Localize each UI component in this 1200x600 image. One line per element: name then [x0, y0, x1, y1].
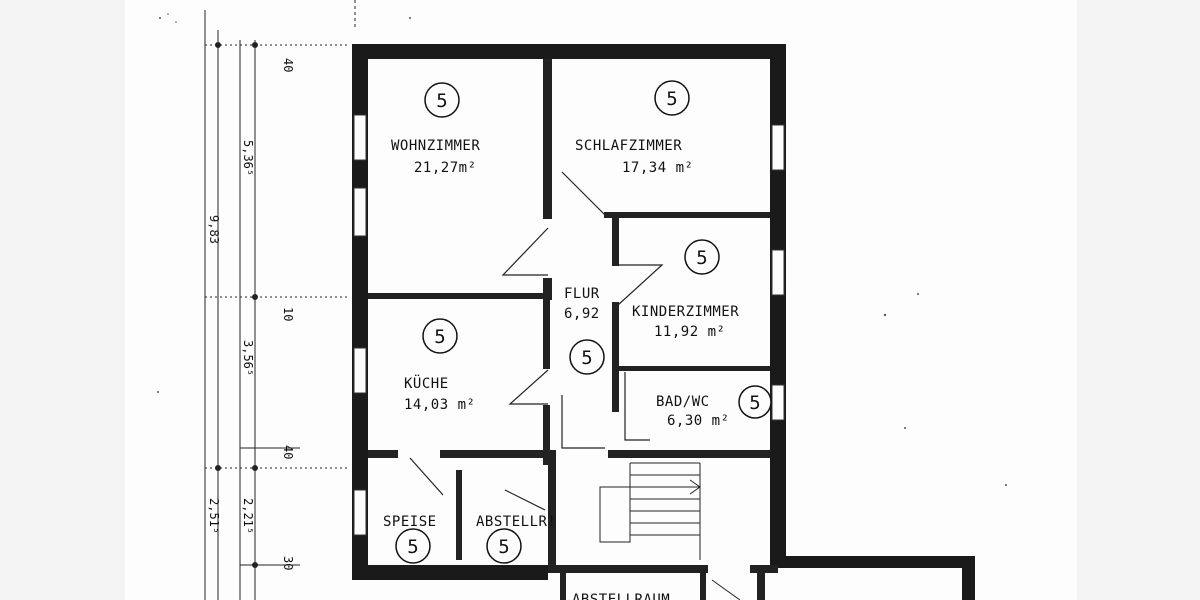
- kueche-area: 14,03 m²: [404, 397, 475, 413]
- staircase: [599, 462, 741, 600]
- dim-bottom-span: 2,21⁵: [241, 498, 255, 534]
- wohnzimmer-area: 21,27m²: [414, 160, 477, 176]
- bad-mark: 5: [749, 392, 760, 414]
- abstell-label: ABSTELLR!: [476, 514, 556, 530]
- windows: [353, 114, 785, 536]
- left-margin: [0, 0, 125, 600]
- kueche-label: KÜCHE: [404, 374, 449, 392]
- dim-lower-span: 3,56⁵: [241, 340, 255, 376]
- dim-lower-wall: 40: [281, 445, 295, 459]
- bad-area: 6,30 m²: [667, 413, 730, 429]
- kinderzimmer-label: KINDERZIMMER: [632, 304, 739, 320]
- kinderzimmer-mark: 5: [696, 247, 707, 269]
- bad-label: BAD/WC: [656, 394, 710, 410]
- schlafzimmer-area: 17,34 m²: [622, 160, 693, 176]
- wohnzimmer-label: WOHNZIMMER: [391, 138, 480, 154]
- abstellraum-label: ABSTELLRAUM: [572, 592, 670, 600]
- floor-plan-sheet: [125, 0, 1077, 600]
- exterior-walls: [352, 44, 975, 600]
- dim-top-wall: 40: [281, 58, 295, 72]
- abstell-mark: 5: [498, 536, 509, 558]
- dimension-lines: [204, 0, 356, 600]
- interior-walls: [368, 59, 778, 600]
- speise-mark: 5: [407, 536, 418, 558]
- dim-mid-wall: 10: [281, 307, 295, 321]
- right-margin: [1077, 0, 1200, 600]
- schlafzimmer-mark: 5: [666, 88, 677, 110]
- dim-outer-total: 9,83: [207, 215, 221, 244]
- door-swings: [409, 171, 664, 511]
- kinderzimmer-area: 11,92 m²: [654, 324, 725, 340]
- room-marks: [395, 80, 772, 564]
- flur-label: FLUR: [564, 286, 600, 302]
- kueche-mark: 5: [434, 326, 445, 348]
- dim-upper-span: 5,36⁵: [241, 140, 255, 176]
- schlafzimmer-label: SCHLAFZIMMER: [575, 138, 682, 154]
- speise-label: SPEISE: [383, 514, 437, 530]
- flur-mark: 5: [581, 347, 592, 369]
- scan-noise: [157, 13, 1007, 486]
- dim-outer-bottom: 2,51⁵: [207, 498, 221, 534]
- wohnzimmer-mark: 5: [436, 90, 447, 112]
- dim-bottom-wall: 30: [281, 556, 295, 570]
- flur-area: 6,92: [564, 306, 600, 322]
